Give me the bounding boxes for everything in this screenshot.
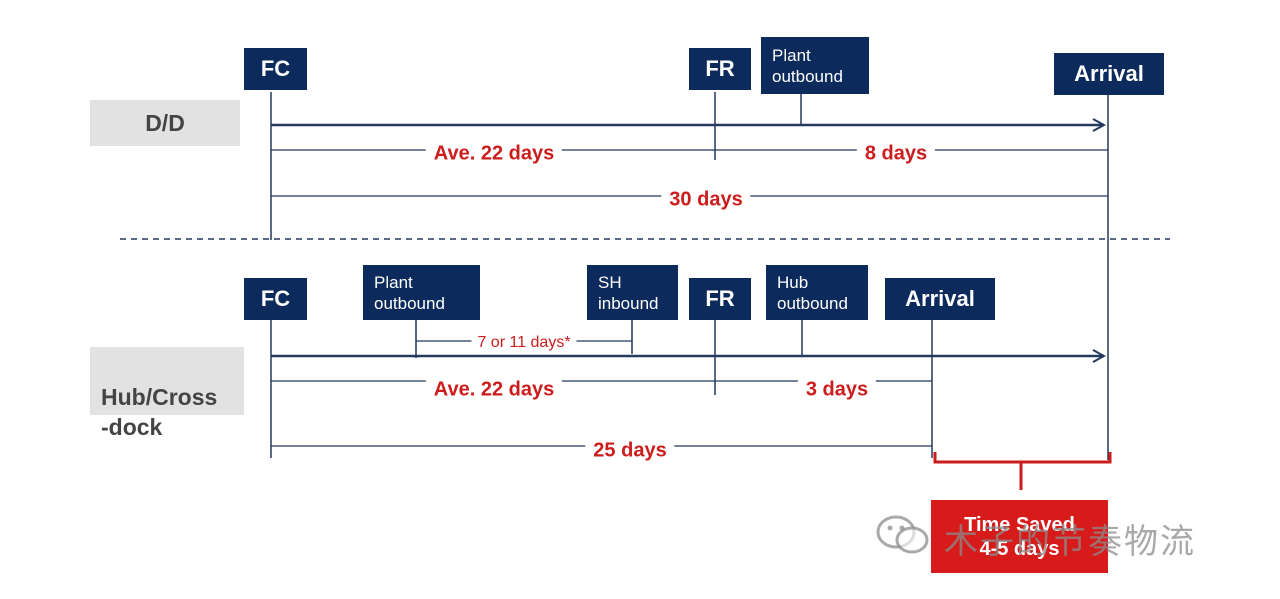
- time-saved-bracket: [933, 452, 1112, 464]
- hub-plant-to-sh-label: 7 or 11 days*: [471, 334, 577, 352]
- wechat-icon: [876, 515, 929, 554]
- dd-ave-days-label: Ave. 22 days: [425, 142, 563, 166]
- dd-plant-outbound-box: Plant outbound: [761, 37, 869, 94]
- hub-sh-inbound-box: SH inbound: [587, 265, 678, 320]
- hub-ave-days-label: Ave. 22 days: [425, 378, 563, 402]
- hub-row-label: Hub/Cross -dock: [90, 347, 244, 440]
- dd-fc-box: FC: [244, 48, 307, 90]
- dd-fr-box: FR: [689, 48, 751, 90]
- hub-fc-box: FC: [244, 278, 307, 320]
- dd-fr-to-arrival-label: 8 days: [856, 142, 936, 166]
- time-saved-title: Time Saved: [964, 513, 1075, 536]
- hub-plant-outbound-box: Plant outbound: [363, 265, 480, 320]
- dd-arrival-box: Arrival: [1054, 53, 1164, 95]
- hub-hub-outbound-box: Hub outbound: [766, 265, 868, 320]
- hub-fr-box: FR: [689, 278, 751, 320]
- hub-fr-to-arrival-label: 3 days: [797, 378, 877, 402]
- dd-total-label: 30 days: [661, 188, 751, 212]
- time-saved-box: Time Saved 4-5 days: [931, 500, 1108, 573]
- watermark-text: 木子的节奏物流: [944, 522, 1196, 562]
- dd-row-label: D/D: [90, 100, 240, 146]
- hub-arrival-box: Arrival: [885, 278, 995, 320]
- hub-total-label: 25 days: [585, 439, 675, 463]
- time-saved-value: 4-5 days: [979, 537, 1060, 560]
